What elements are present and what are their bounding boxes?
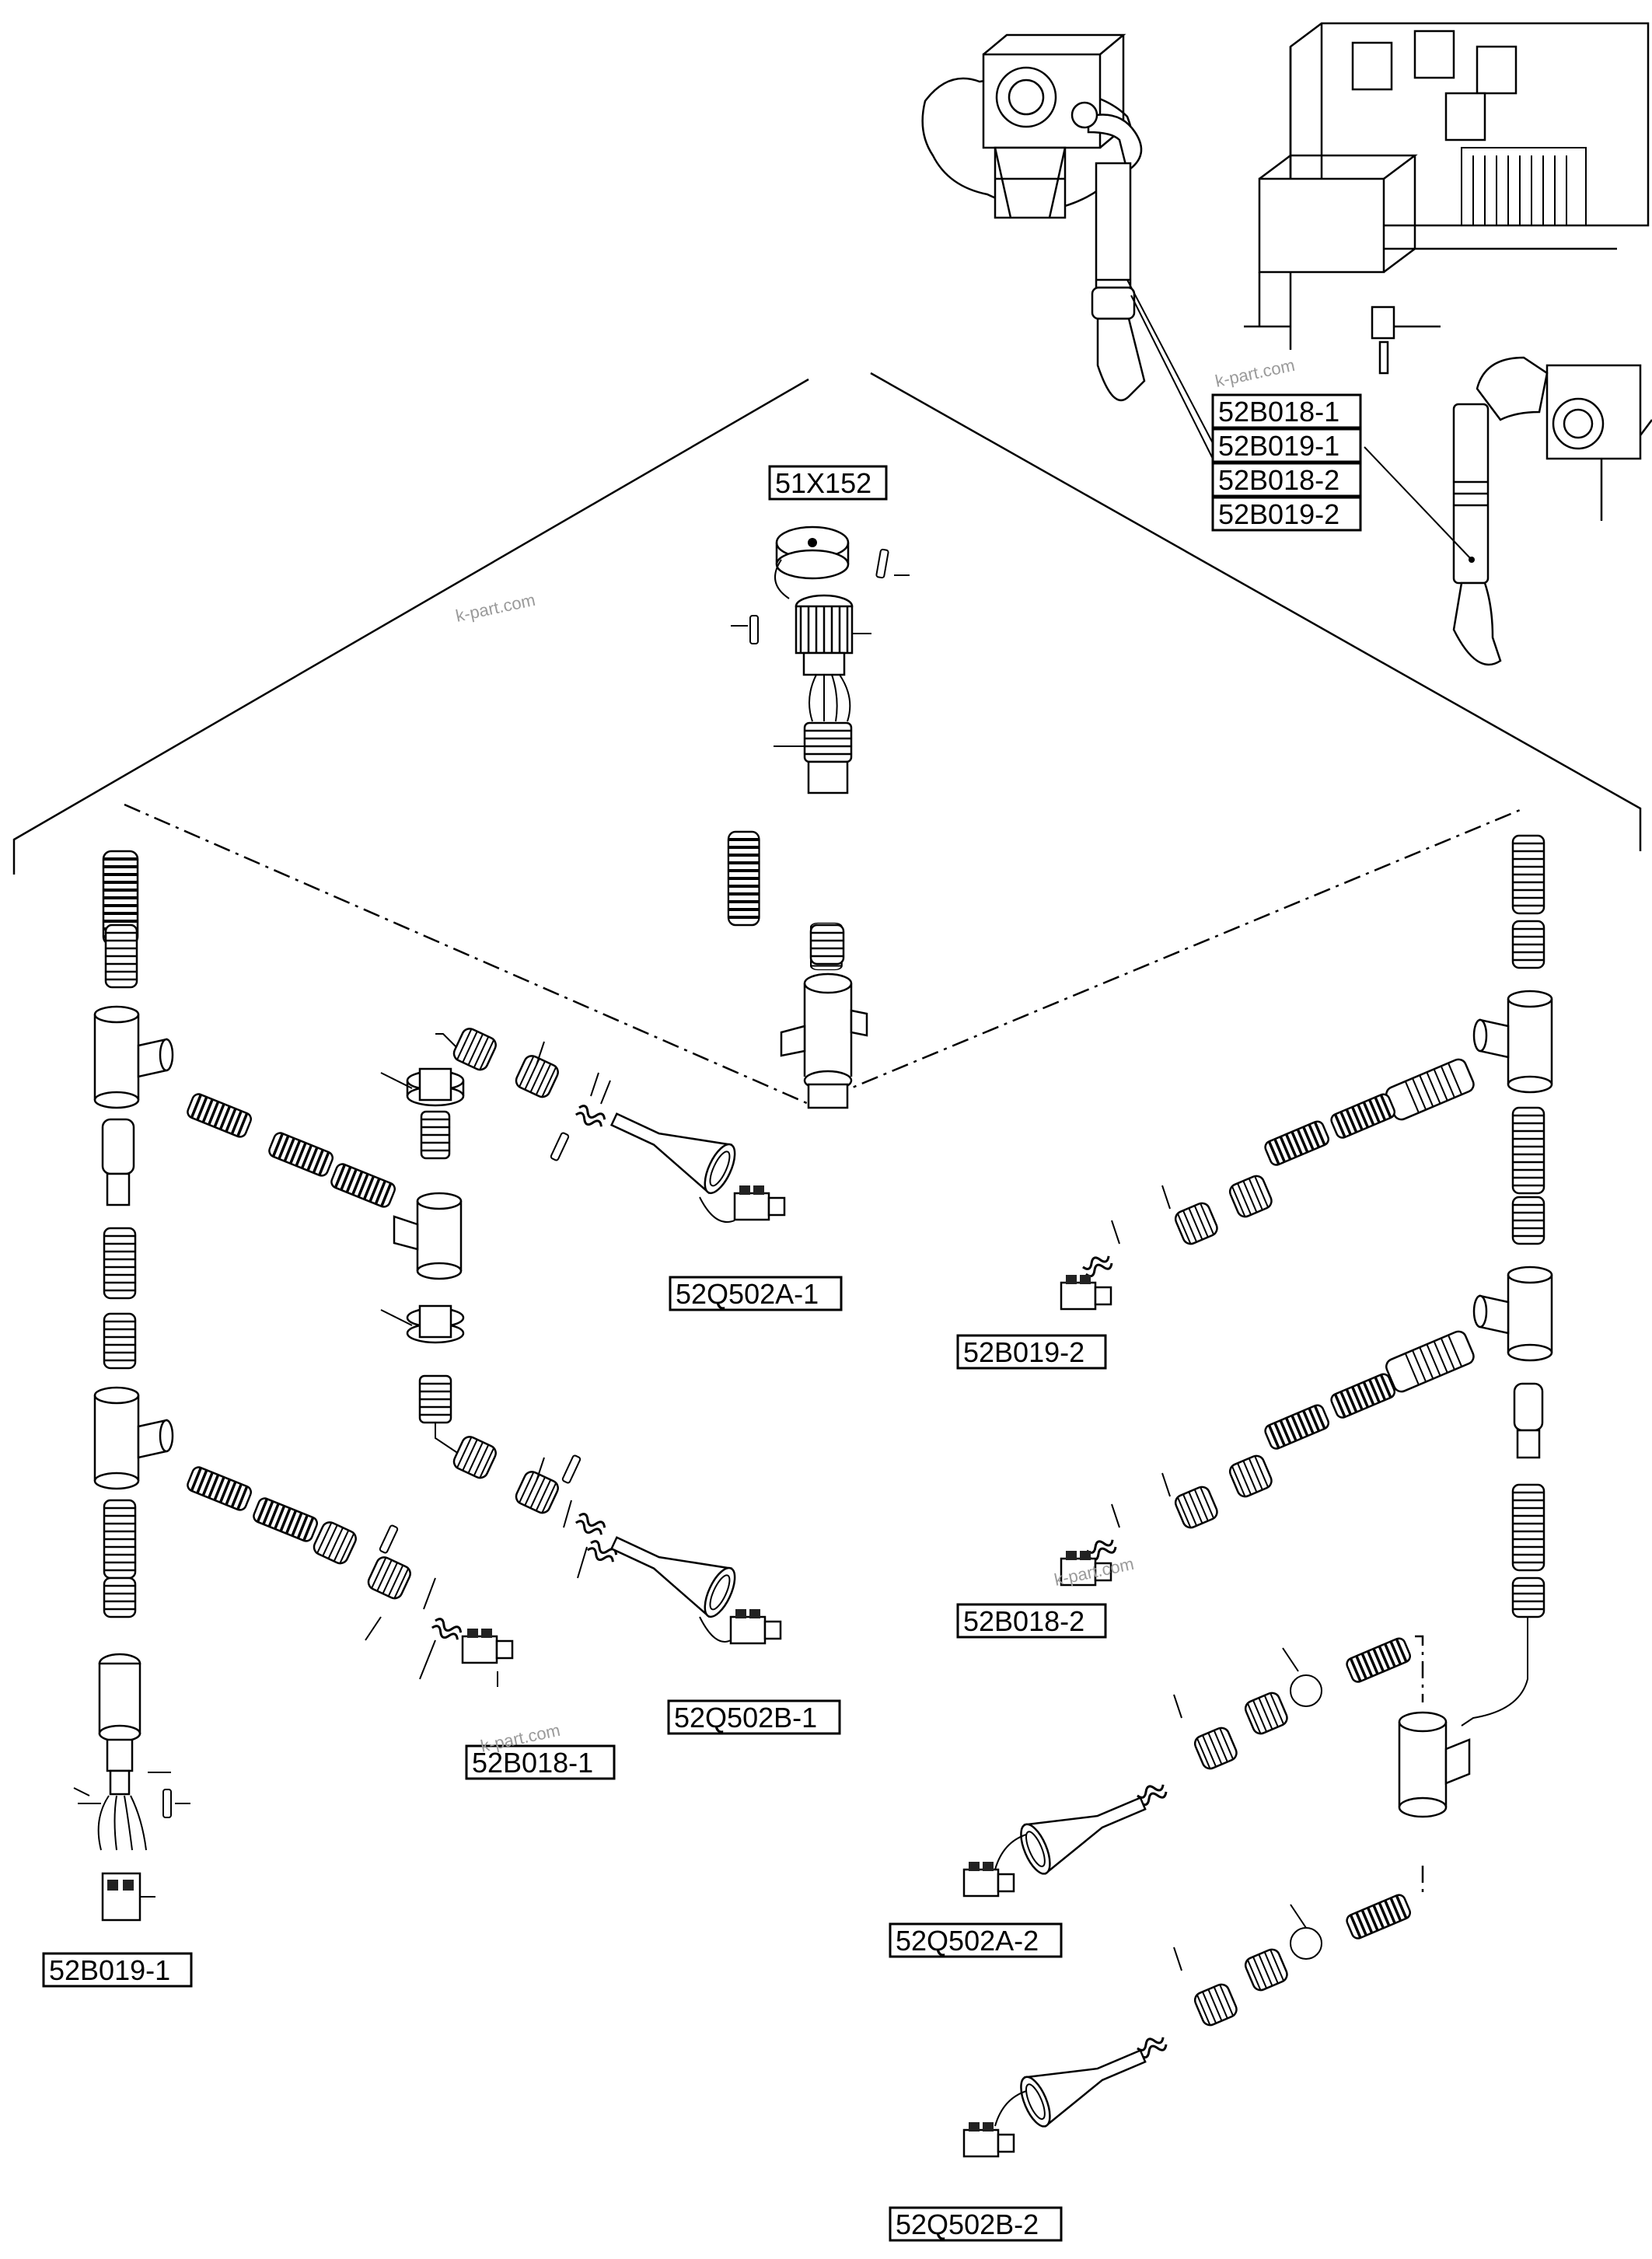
svg-text:52B019-1: 52B019-1 xyxy=(49,1954,170,1986)
machine-inset-illustration xyxy=(921,22,1652,666)
label-52Q502B-2: 52Q502B-2 xyxy=(889,2206,1063,2242)
bottom-left-branch xyxy=(184,1464,514,1687)
routing-centerlines xyxy=(124,803,1528,1897)
svg-text:52B018-2: 52B018-2 xyxy=(1218,464,1339,496)
svg-text:52Q502B-2: 52Q502B-2 xyxy=(896,2208,1039,2240)
detail-frame-lines xyxy=(12,372,1642,875)
right-lower-branch xyxy=(1060,1330,1475,1587)
inset-label-52B018-1: 52B018-1 xyxy=(1211,393,1362,429)
upper-left-branch xyxy=(184,1025,786,1454)
lower-left-branch xyxy=(450,1433,782,1645)
watermark: k-part.com xyxy=(1214,355,1297,391)
label-52B019-2: 52B019-2 xyxy=(956,1334,1107,1370)
right-bottom-tee-assembly xyxy=(962,1635,1471,2158)
inset-label-52B018-2: 52B018-2 xyxy=(1211,462,1362,498)
label-52B018-2: 52B018-2 xyxy=(956,1603,1107,1639)
svg-text:52B019-1: 52B019-1 xyxy=(1218,430,1339,462)
central-connector-assembly: 51X152 xyxy=(726,465,910,1109)
svg-text:51X152: 51X152 xyxy=(775,467,871,499)
label-52B018-1: 52B018-1 xyxy=(465,1744,616,1780)
svg-text:52Q502A-1: 52Q502A-1 xyxy=(676,1278,819,1310)
left-harness-stack xyxy=(73,850,190,1922)
label-52Q502A-2: 52Q502A-2 xyxy=(889,1922,1063,1958)
inset-leader-lines xyxy=(1126,279,1472,560)
label-51X152: 51X152 xyxy=(768,465,888,501)
label-52Q502A-1: 52Q502A-1 xyxy=(669,1276,843,1311)
inset-label-52B019-2: 52B019-2 xyxy=(1211,496,1362,532)
inset-label-52B019-1: 52B019-1 xyxy=(1211,428,1362,463)
label-52B019-1: 52B019-1 xyxy=(42,1952,193,1988)
svg-text:52B018-1: 52B018-1 xyxy=(472,1747,593,1779)
svg-text:52B019-2: 52B019-2 xyxy=(1218,498,1339,530)
svg-text:52Q502B-1: 52Q502B-1 xyxy=(674,1702,817,1734)
svg-text:52B018-1: 52B018-1 xyxy=(1218,396,1339,428)
right-upper-branch xyxy=(1060,1058,1475,1311)
svg-text:52B018-2: 52B018-2 xyxy=(963,1605,1084,1637)
svg-text:52Q502A-2: 52Q502A-2 xyxy=(896,1925,1039,1957)
watermark: k-part.com xyxy=(454,590,537,626)
right-harness-stack xyxy=(1472,834,1553,1618)
label-52Q502B-1: 52Q502B-1 xyxy=(667,1699,841,1735)
svg-text:52B019-2: 52B019-2 xyxy=(963,1336,1084,1368)
